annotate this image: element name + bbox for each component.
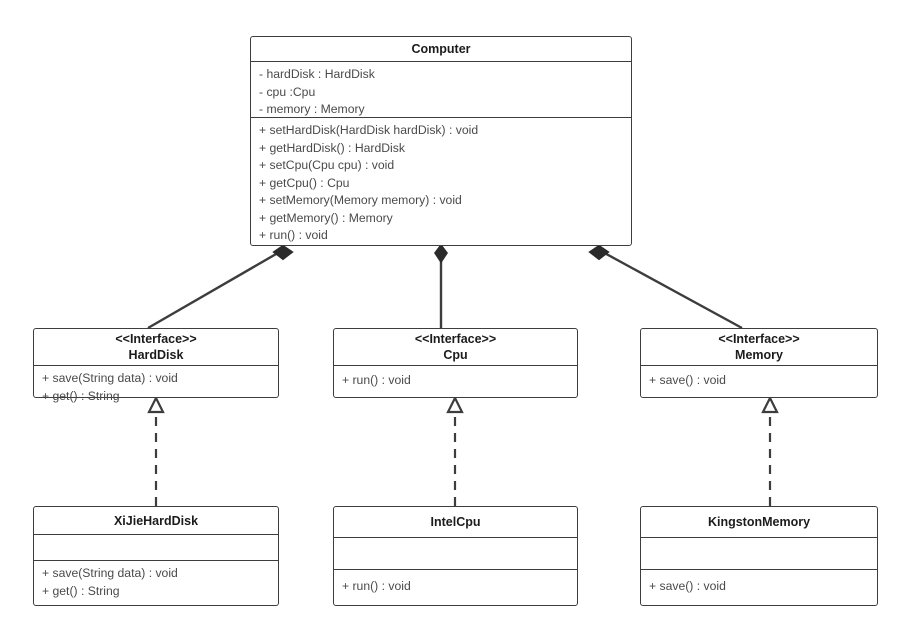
class-methods-memory: + save() : void: [641, 365, 877, 397]
composition-edge-computer-harddisk: [147, 244, 294, 330]
class-methods-computer: + setHardDisk(HardDisk hardDisk) : void …: [251, 117, 631, 250]
class-name-xijieharddisk: XiJieHardDisk: [113, 513, 199, 528]
realization-edge-intelcpu-cpu: [446, 395, 464, 506]
class-title-compartment-computer: Computer: [251, 37, 631, 61]
method-line: + save(String data) : void: [42, 566, 178, 580]
attribute-line: - hardDisk : HardDisk: [259, 67, 375, 81]
class-methods-intelcpu: + run() : void: [334, 569, 577, 605]
method-line: + save(String data) : void: [42, 371, 178, 385]
class-attributes-kingstonmemory: [641, 537, 877, 569]
method-line: + setCpu(Cpu cpu) : void: [259, 158, 395, 172]
class-name-kingstonmemory: KingstonMemory: [707, 515, 811, 529]
composition-edge-computer-memory: [588, 244, 743, 330]
class-name-intelcpu: IntelCpu: [430, 515, 481, 529]
method-line: + run() : void: [259, 228, 328, 242]
method-line: + getMemory() : Memory: [259, 210, 393, 225]
class-title-compartment-xijieharddisk: XiJieHardDisk: [34, 507, 278, 534]
method-line: + save() : void: [649, 579, 726, 594]
stereotype-label-harddisk: <<Interface>>: [115, 332, 197, 346]
realization-edge-kingstonmemory-memory: [761, 395, 779, 506]
class-title-compartment-intelcpu: IntelCpu: [334, 507, 577, 537]
class-box-kingstonmemory[interactable]: KingstonMemory + save() : void: [640, 506, 878, 606]
class-title-compartment-cpu: <<Interface>> Cpu: [334, 329, 577, 365]
class-title-compartment-harddisk: <<Interface>> HardDisk: [34, 329, 278, 365]
class-name-harddisk: HardDisk: [128, 348, 184, 362]
attribute-line: - memory : Memory: [259, 102, 365, 116]
class-box-harddisk[interactable]: <<Interface>> HardDisk + save(String dat…: [33, 328, 279, 403]
class-methods-xijieharddisk: + save(String data) : void + get() : Str…: [34, 560, 278, 605]
class-methods-harddisk: + save(String data) : void + get() : Str…: [34, 365, 278, 410]
method-line: + get() : String: [42, 583, 120, 598]
method-line: + get() : String: [42, 388, 120, 403]
realization-edge-xijieharddisk-harddisk: [147, 395, 165, 506]
method-line: + run() : void: [342, 373, 411, 388]
class-box-intelcpu[interactable]: IntelCpu + run() : void: [333, 506, 578, 606]
class-name-computer: Computer: [411, 42, 471, 56]
class-box-memory[interactable]: <<Interface>> Memory + save() : void: [640, 328, 878, 398]
method-line: + getHardDisk() : HardDisk: [259, 140, 405, 155]
class-methods-cpu: + run() : void: [334, 365, 577, 397]
class-attributes-computer: - hardDisk : HardDisk - cpu :Cpu - memor…: [251, 61, 631, 117]
attribute-line: - cpu :Cpu: [259, 84, 316, 99]
stereotype-label-memory: <<Interface>>: [718, 332, 800, 346]
class-title-compartment-memory: <<Interface>> Memory: [641, 329, 877, 365]
class-methods-kingstonmemory: + save() : void: [641, 569, 877, 605]
class-attributes-intelcpu: [334, 537, 577, 569]
class-attributes-xijieharddisk: [34, 534, 278, 560]
class-name-memory: Memory: [735, 348, 783, 362]
composition-edge-computer-cpu: [434, 243, 448, 328]
method-line: + setMemory(Memory memory) : void: [259, 193, 462, 207]
class-name-cpu: Cpu: [443, 348, 468, 362]
method-line: + setHardDisk(HardDisk hardDisk) : void: [259, 123, 479, 137]
class-box-cpu[interactable]: <<Interface>> Cpu + run() : void: [333, 328, 578, 398]
class-title-compartment-kingstonmemory: KingstonMemory: [641, 507, 877, 537]
method-line: + save() : void: [649, 373, 726, 388]
stereotype-label-cpu: <<Interface>>: [414, 332, 497, 346]
class-box-computer[interactable]: Computer - hardDisk : HardDisk - cpu :Cp…: [250, 36, 632, 246]
method-line: + run() : void: [342, 579, 411, 594]
method-line: + getCpu() : Cpu: [259, 175, 350, 190]
class-box-xijieharddisk[interactable]: XiJieHardDisk + save(String data) : void…: [33, 506, 279, 606]
